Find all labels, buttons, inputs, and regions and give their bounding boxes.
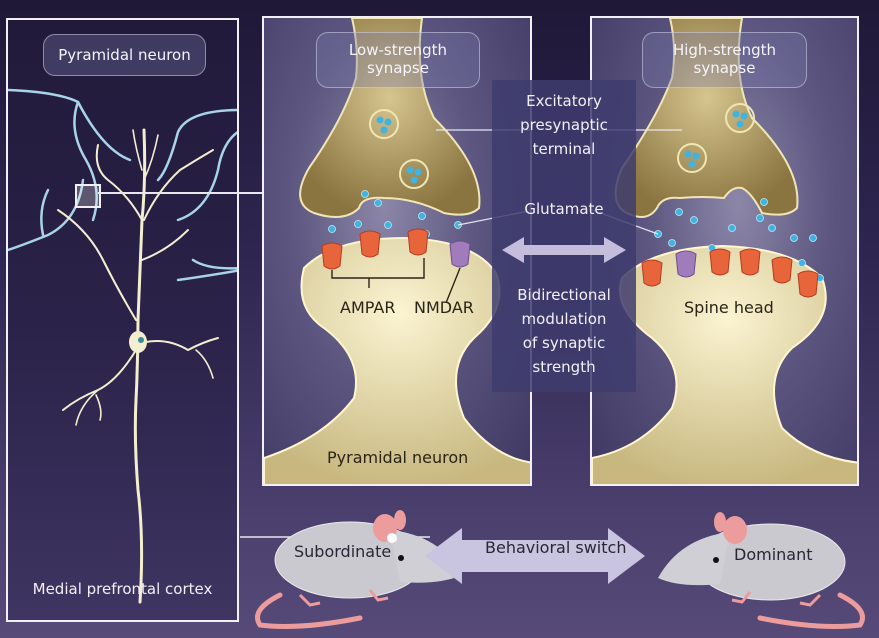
subordinate-mouse — [255, 510, 462, 629]
presynaptic-terminal — [299, 18, 481, 218]
dominant-mouse — [658, 512, 865, 629]
low-strength-title-box: Low-strength synapse — [316, 32, 480, 88]
presynaptic-label-line1: Excitatory — [526, 92, 602, 110]
pyramidal-neuron-label: Pyramidal neuron — [327, 448, 469, 467]
behavioral-switch-arrow-icon — [425, 528, 645, 584]
modulation-label-line1: Bidirectional — [517, 286, 611, 304]
bidirectional-arrow-icon — [502, 237, 626, 263]
glutamate-label: Glutamate — [524, 200, 604, 218]
presynaptic-label-line3: terminal — [532, 140, 596, 158]
region-label: Medial prefrontal cortex — [32, 580, 213, 598]
low-strength-panel: Low-strength synapse AMPAR NMDAR Pyramid… — [262, 16, 532, 486]
low-strength-title-line1: Low-strength — [348, 41, 448, 59]
subordinate-label: Subordinate — [294, 542, 392, 561]
nmdar-receptor — [449, 240, 471, 268]
modulation-label-line4: strength — [532, 358, 596, 376]
high-synapse-illustration — [592, 18, 857, 484]
ampar-receptors — [641, 248, 819, 298]
dominant-label: Dominant — [734, 545, 813, 564]
neuron-illustration — [8, 88, 237, 604]
soma — [129, 331, 147, 353]
neuron-panel: Pyramidal neuron Medial prefrontal corte… — [6, 18, 239, 622]
nucleus — [138, 337, 144, 343]
ampar-receptors — [321, 228, 429, 270]
dendrite-tree — [57, 128, 219, 604]
glutamate-molecules — [328, 190, 462, 238]
behavior-illustration — [240, 510, 865, 629]
postsynaptic-spine — [264, 236, 530, 484]
postsynaptic-spine — [592, 244, 857, 484]
low-strength-title-line2: synapse — [367, 59, 429, 77]
vesicles — [677, 103, 755, 173]
spine-head-label: Spine head — [684, 298, 774, 317]
modulation-label-line2: modulation — [521, 310, 607, 328]
presynaptic-label-line2: presynaptic — [520, 116, 608, 134]
vesicles — [369, 109, 429, 189]
nmdar-label: NMDAR — [414, 298, 474, 317]
high-strength-title-box: High-strength synapse — [642, 32, 807, 88]
modulation-label-line3: of synaptic — [522, 334, 606, 352]
behavioral-switch-label: Behavioral switch — [485, 538, 627, 557]
center-annotation-column: Excitatory presynaptic terminal Glutamat… — [492, 80, 636, 392]
nmdar-receptor — [675, 250, 697, 278]
neuron-title: Pyramidal neuron — [58, 46, 191, 64]
receptor-callout-lines — [331, 258, 461, 304]
zoom-connector-line — [98, 192, 262, 194]
high-strength-title-line1: High-strength — [672, 41, 777, 59]
brain-marker — [387, 533, 397, 543]
ampar-label: AMPAR — [340, 298, 396, 317]
axon-fibers — [8, 88, 237, 282]
zoom-region-box — [75, 184, 101, 208]
low-synapse-illustration — [264, 18, 530, 484]
high-strength-title-line2: synapse — [693, 59, 756, 77]
neuron-title-box: Pyramidal neuron — [43, 34, 206, 76]
